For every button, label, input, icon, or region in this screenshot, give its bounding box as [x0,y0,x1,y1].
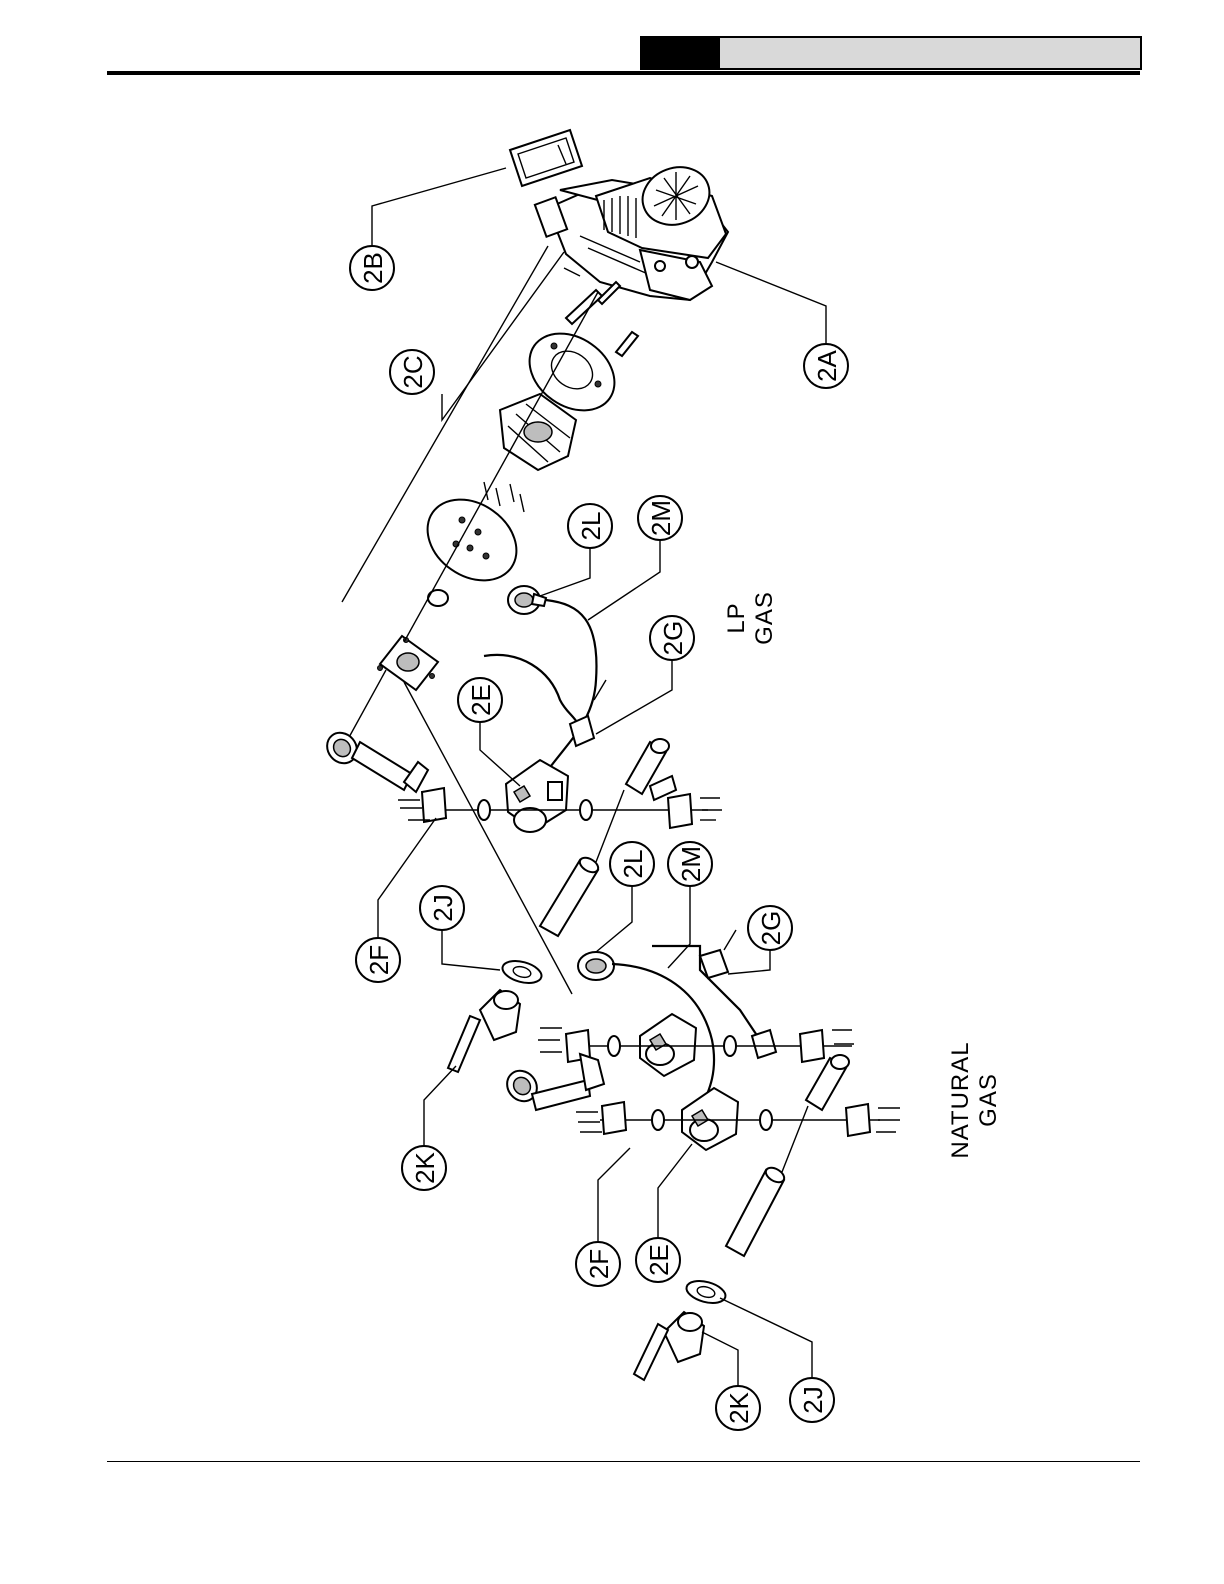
lp-ball-valve [448,990,520,1072]
ng-gas-valve-upper [640,1014,696,1076]
lp-label-line2: GAS [751,591,778,645]
callout-label: 2C [398,355,428,388]
callout-label: 2F [584,1249,614,1279]
callout-2a: 2A [804,344,848,388]
ng-connector-lower [752,1030,776,1058]
lp-gas-valve [506,760,568,832]
callout-label: 2F [364,945,394,975]
callout-label: 2J [798,1386,828,1413]
lp-elbow-upper [321,727,428,792]
callout-label: 2L [618,850,648,879]
ng-washer [684,1277,728,1307]
callout-2l-ng: 2L [610,842,654,886]
callout-label: 2L [576,512,606,541]
callout-2c: 2C [390,350,434,394]
callout-label: 2E [466,684,496,716]
lp-gas-label: LP GAS [723,591,778,645]
callout-2b: 2B [350,246,394,290]
callout-label: 2K [724,1391,754,1423]
ng-label-line2: GAS [975,1073,1002,1127]
ng-label-line1: NATURAL [947,1041,974,1158]
callout-2l-lp: 2L [568,504,612,548]
lp-washer [500,957,544,987]
callout-2k-ng: 2K [716,1386,760,1430]
callout-2g-lp: 2G [650,616,694,660]
callout-2j-ng: 2J [790,1378,834,1422]
natural-gas-label: NATURAL GAS [947,1041,1002,1158]
callout-label: 2G [658,621,688,656]
ng-ball-valve [634,1312,704,1380]
ng-connector-upper [700,930,736,978]
lp-pressure-switch [508,586,546,614]
callout-2k-lp: 2K [402,1146,446,1190]
callout-label: 2K [410,1151,440,1183]
callout-2g-ng: 2G [748,906,792,950]
callout-2e-lp: 2E [458,678,502,722]
callout-2e-ng: 2E [636,1238,680,1282]
lp-tee-fitting [626,739,676,800]
gasket-2b [510,130,582,186]
ng-elbow-upper [501,1054,604,1110]
blower-assembly [535,158,728,300]
callout-2f-lp: 2F [356,938,400,982]
callout-label: 2G [756,911,786,946]
callout-label: 2B [358,252,388,284]
gas-adapter-block [378,590,449,690]
callout-label: 2M [676,846,706,882]
ng-pressure-switch [578,952,614,980]
callout-label: 2A [812,349,842,381]
callout-2m-ng: 2M [668,842,712,886]
lp-label-line1: LP [723,602,750,633]
callout-2m-lp: 2M [638,496,682,540]
ng-gas-valve-lower [682,1088,738,1150]
callout-label: 2M [646,500,676,536]
callout-label: 2J [428,894,458,921]
ng-tee-fitting [806,1055,849,1110]
callout-2j-lp: 2J [420,886,464,930]
callout-2f-ng: 2F [576,1242,620,1286]
callout-label: 2E [644,1244,674,1276]
